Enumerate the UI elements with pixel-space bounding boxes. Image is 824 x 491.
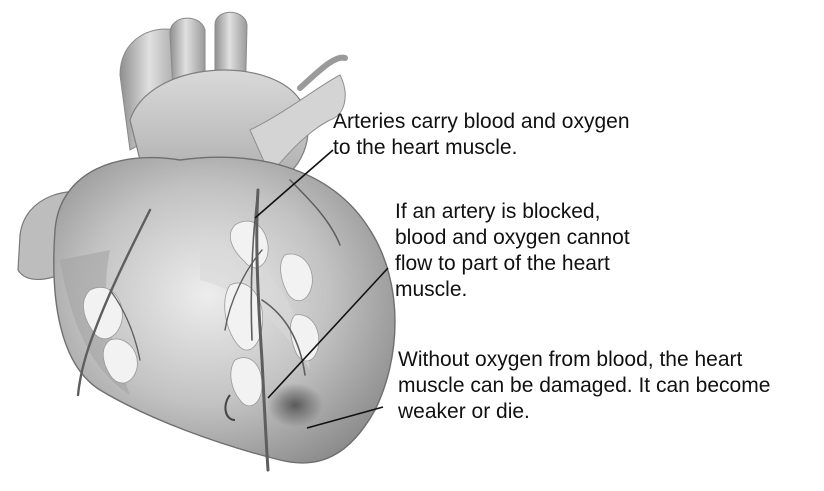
callout-line: flow to part of the heart [395,251,630,277]
callout-blocked-artery: If an artery is blocked, blood and oxyge… [395,199,630,303]
callout-line: to the heart muscle. [333,135,630,161]
callout-arteries-carry-blood: Arteries carry blood and oxygen to the h… [333,109,630,161]
callout-line: muscle. [395,277,630,303]
callout-line: weaker or die. [398,399,770,425]
callout-damaged-muscle: Without oxygen from blood, the heart mus… [398,347,770,425]
callout-line: If an artery is blocked, [395,199,630,225]
callout-line: Arteries carry blood and oxygen [333,109,630,135]
callout-line: muscle can be damaged. It can become [398,373,770,399]
callout-line: Without oxygen from blood, the heart [398,347,770,373]
callout-line: blood and oxygen cannot [395,225,630,251]
